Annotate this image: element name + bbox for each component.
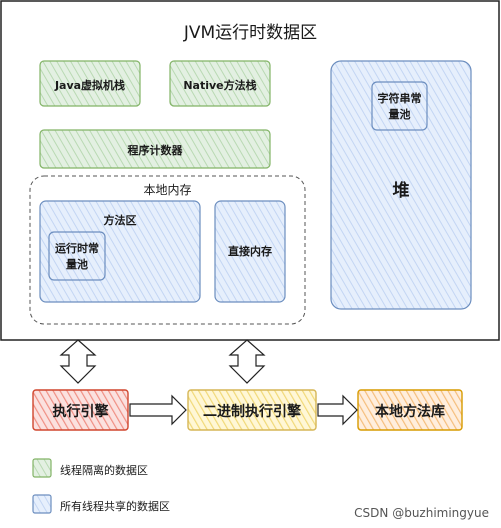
runtime-constant-pool-box [48, 231, 106, 281]
java-stack-label: Java虚拟机栈 [54, 79, 126, 92]
heap-box [330, 60, 472, 310]
runtime-constant-pool-label-line1: 运行时常 [55, 242, 99, 255]
native-stack-box [169, 60, 271, 107]
legend-green-swatch [32, 458, 52, 478]
string-constant-pool-box [371, 81, 428, 131]
legend-thread-shared-label: 所有线程共享的数据区 [60, 500, 170, 513]
pc-register-box [39, 129, 271, 169]
watermark: CSDN @buzhimingyue [354, 506, 489, 520]
diagram-title: JVM运行时数据区 [183, 23, 318, 43]
pc-register-label: 程序计数器 [127, 144, 183, 157]
runtime-constant-pool-label-line2: 量池 [66, 258, 88, 271]
legend-blue-swatch [32, 494, 52, 514]
native-stack-label: Native方法栈 [183, 79, 257, 92]
execution-engine-label: 执行引擎 [52, 404, 109, 420]
binary-engine-label: 二进制执行引擎 [203, 404, 301, 420]
string-pool-label-line2: 量池 [388, 108, 411, 121]
arrow-binary-to-native [317, 394, 358, 426]
string-pool-label-line1: 字符串常 [377, 92, 422, 105]
double-arrow-right [228, 339, 266, 384]
legend-thread-private-label: 线程隔离的数据区 [60, 464, 148, 477]
arrow-exec-to-binary [129, 394, 187, 426]
native-library-label: 本地方法库 [375, 404, 445, 420]
local-memory-label: 本地内存 [143, 183, 192, 197]
method-area-label: 方法区 [103, 214, 137, 227]
direct-memory-box [214, 200, 286, 303]
heap-label: 堆 [392, 181, 410, 201]
execution-engine-box [32, 389, 129, 431]
double-arrow-left [59, 339, 97, 384]
native-library-box [357, 389, 463, 431]
direct-memory-label: 直接内存 [228, 245, 272, 258]
java-stack-box [39, 60, 141, 107]
binary-engine-box [187, 389, 317, 431]
